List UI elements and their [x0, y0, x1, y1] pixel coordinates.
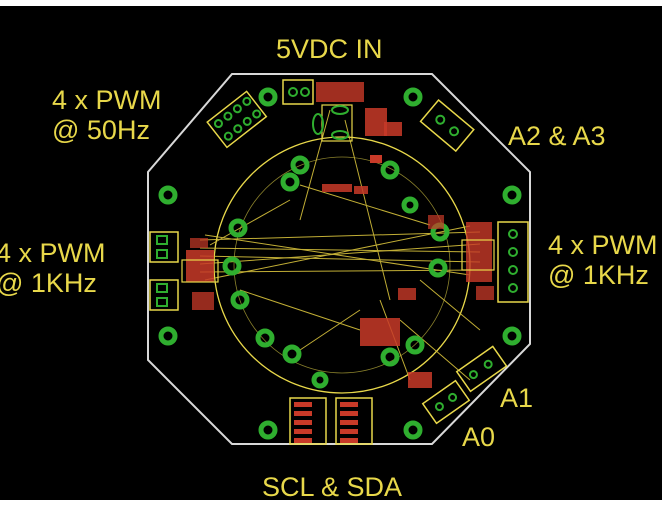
label-pwm-1khz-right-line2: @ 1KHz — [548, 260, 649, 290]
left-header-connectors — [149, 231, 219, 311]
top-border — [0, 0, 662, 6]
board-outline — [147, 73, 531, 445]
label-pwm-1khz-left: 4 x PWM @ 1KHz — [0, 238, 106, 298]
label-pwm-1khz-right: 4 x PWM @ 1KHz — [548, 230, 658, 290]
label-pwm-1khz-right-line1: 4 x PWM — [548, 230, 658, 260]
pwm-50hz-header — [206, 90, 268, 149]
lower-components — [322, 184, 444, 388]
a1-connector — [455, 345, 508, 393]
label-a1: A1 — [500, 383, 534, 413]
bottom-border — [0, 500, 662, 506]
inner-ring — [233, 156, 451, 374]
a2-a3-connector — [419, 98, 475, 153]
power-connector — [282, 79, 402, 163]
i2c-connectors — [289, 397, 373, 445]
label-pwm-1khz-left-line2: @ 1KHz — [0, 268, 97, 298]
right-header-connectors — [461, 221, 529, 303]
label-pwm-1khz-left-line1: 4 x PWM — [0, 238, 106, 268]
label-pwm-50hz-line1: 4 x PWM — [52, 85, 162, 115]
traces — [199, 109, 481, 381]
label-a2-a3: A2 & A3 — [508, 121, 606, 151]
label-scl-sda: SCL & SDA — [262, 472, 403, 502]
a0-connector — [421, 379, 471, 425]
label-power-input: 5VDC IN — [276, 34, 383, 64]
label-pwm-50hz-line2: @ 50Hz — [52, 115, 150, 145]
ring-pads — [158, 87, 522, 440]
label-a0: A0 — [462, 422, 496, 452]
label-pwm-50hz: 4 x PWM @ 50Hz — [52, 85, 162, 145]
